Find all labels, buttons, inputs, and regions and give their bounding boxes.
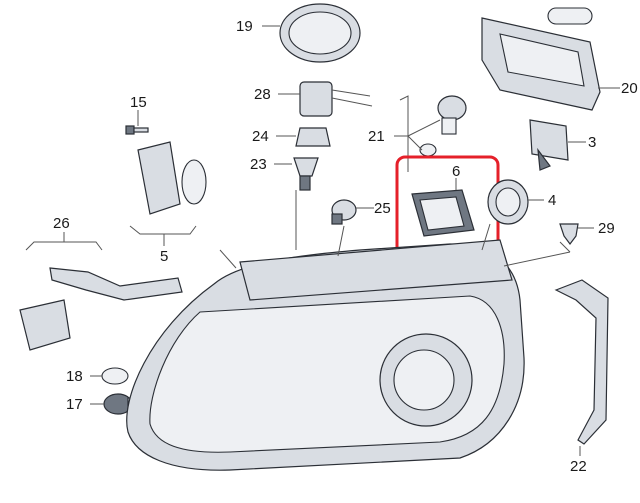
callout-3: 3	[588, 134, 596, 151]
part-21-bulb	[419, 95, 467, 157]
callout-25: 25	[374, 200, 391, 217]
part-29-clip	[559, 223, 579, 245]
callout-20: 20	[621, 80, 638, 97]
part-22-trim-strip	[554, 279, 609, 445]
part-4-cover-ring	[487, 179, 529, 225]
part-20-housing-cover	[481, 7, 601, 111]
callout-15: 15	[130, 94, 147, 111]
headlight-housing	[126, 239, 525, 471]
callout-5: 5	[160, 248, 168, 265]
part-23-bulb	[293, 157, 319, 191]
part-26-bracket	[19, 267, 183, 351]
part-19-cover-cap	[279, 3, 361, 63]
part-28-connector	[299, 81, 373, 117]
part-24-bulb-holder	[295, 127, 331, 147]
callout-18: 18	[66, 368, 83, 385]
part-25-bulb	[331, 199, 357, 225]
part-15-screw	[125, 125, 149, 135]
callout-23: 23	[250, 156, 267, 173]
part-6-control-unit	[411, 189, 475, 237]
callout-28: 28	[254, 86, 271, 103]
callout-24: 24	[252, 128, 269, 145]
callout-21: 21	[368, 128, 385, 145]
callout-17: 17	[66, 396, 83, 413]
callout-22: 22	[570, 458, 587, 475]
callout-4: 4	[548, 192, 556, 209]
callout-29: 29	[598, 220, 615, 237]
part-5-module	[137, 141, 207, 215]
callout-19: 19	[236, 18, 253, 35]
callout-6: 6	[452, 163, 460, 180]
part-3-ignitor	[529, 119, 569, 171]
part-18-plug	[101, 367, 129, 385]
callout-26: 26	[53, 215, 70, 232]
